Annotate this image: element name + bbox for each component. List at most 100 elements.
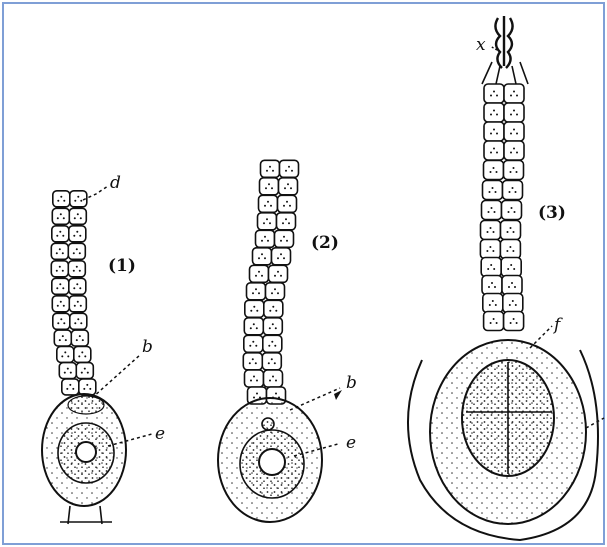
panel-2-neck-cell-granule [283,205,285,207]
panel-3-neck-cell-granule [492,300,494,302]
panel-3-neck-cell-granule [515,304,517,306]
panel-2-neck-cell-granule [288,222,290,224]
panel-2-neck-cell [250,265,269,282]
panel-3-neck-cell-granule [509,246,511,248]
panel-3-number: (3) [538,203,566,223]
panel-2-neck-cell-granule [287,183,289,185]
panel-2-neck-cell-granule [280,253,282,255]
panel-2-neck-cell-granule [264,257,266,259]
panel-1-neck-cell-granule [60,301,62,303]
panel-1-neck-cell-granule [84,355,86,357]
panel-3-neck-cell-granule [492,187,494,189]
panel-2-neck-cell-granule [274,275,276,277]
panel-3-neck-cell [484,161,504,180]
panel-1-neck-cell-granule [59,266,61,268]
panel-1-neck-cell-granule [60,318,62,320]
panel-3-neck-cell-granule [495,304,497,306]
panel-2-neck-cell [277,213,296,230]
panel-3-neck-cell-granule [487,231,489,233]
panel-1-neck-cell [69,296,86,312]
panel-2-neck-cell-granule [272,376,274,378]
panel-2-neck-cell-granule [291,170,293,172]
panel-1-neck-cell-granule [67,368,69,370]
panel-1-base [60,506,112,524]
panel-2-neck-cell-granule [272,323,274,325]
panel-2-neck-cell-granule [277,292,279,294]
panel-2-neck-cell-granule [258,257,260,259]
panel-3-neck-cell-granule [494,211,496,213]
panel-3-neck-cell-granule [496,114,498,116]
panel-2-neck-cell-granule [274,345,276,347]
panel-2-nucleus [259,449,285,475]
panel-1-neck-cell [52,296,69,312]
panel-2-neck-cell-granule [269,327,271,329]
panel-2-neck-cell-granule [255,275,257,277]
panel-1-neck-cell-granule [67,355,69,357]
panel-2-arrowhead [334,390,342,400]
panel-3-neck-cell-granule [513,318,515,320]
panel-2-neck-cell-granule [280,275,282,277]
panel-1-neck-cell-granule [57,322,59,324]
panel-2-neck-cell-granule [249,345,251,347]
panel-1-neck-cell [51,261,68,277]
panel-3-neck-cell [503,181,523,200]
panel-3-split-neck-tip [495,16,512,68]
panel-1-neck-cell [53,191,70,207]
panel-2-neck-cell-granule [289,205,291,207]
panel-3-neck-cell-granule [516,133,518,135]
panel-3-archegonium: x f (3) [408,16,604,540]
panel-2-neck-cell-granule [268,183,270,185]
panel-1-neck-cell [51,243,68,259]
panel-1-neck-cell [52,278,69,294]
panel-2-neck-cell-granule [264,236,266,238]
panel-1-neck-cell [79,379,96,395]
panel-3-neck-cell-granule [490,133,492,135]
panel-2-neck-cell-granule [271,292,273,294]
panel-2-neck-cell-granule [256,393,258,395]
panel-3-neck-cell-granule [496,152,498,154]
panel-2-neck-cell-granule [275,393,277,395]
panel-3-neck-cell [504,141,524,160]
panel-3-neck-cell-granule [509,304,511,306]
panel-2-neck-cell-granule [275,327,277,329]
panel-1-neck-cell-granule [69,384,71,386]
panel-3-neck-cell-granule [490,171,492,173]
panel-1-neck-cell-granule [73,235,75,237]
panel-2-neck-cell-granule [283,236,285,238]
panel-3-neck-cells [480,84,524,331]
panel-2-neck-cell-granule [264,205,266,207]
panel-1-neck-cell-granule [60,196,62,198]
panel-2-neck-cell [258,213,277,230]
panel-1-leader-b [92,355,140,398]
panel-3-neck-cell-granule [492,250,494,252]
panel-1-neck-cell-granule [63,217,65,219]
panel-1-neck-cell-granule [72,388,74,390]
panel-3-neck-cell [480,240,500,259]
panel-2-neck-cell [278,195,297,212]
panel-2-ventral-canal-cell [262,418,274,430]
panel-3-neck-cell-granule [507,268,509,270]
panel-1-neck-cell-granule [63,322,65,324]
panel-1-neck-cell-granule [57,305,59,307]
panel-1-neck-cell [52,208,69,224]
panel-3-neck-cell-granule [493,148,495,150]
panel-2-neck-cell-granule [266,170,268,172]
panel-1-neck-cell-granule [80,200,82,202]
panel-1-neck-cell-granule [57,200,59,202]
panel-1-neck-cell-granule [73,270,75,272]
panel-1-label-d: d [110,173,121,193]
panel-1-neck-cell-granule [74,200,76,202]
panel-2-neck-cell-granule [265,187,267,189]
panel-1-neck-cell [71,330,88,346]
panel-2-neck-cell [261,160,280,177]
panel-1-neck-cell [59,363,76,379]
panel-3-neck-cell-granule [486,250,488,252]
panel-2-neck-cell-granule [258,292,260,294]
panel-3-neck-cell [484,84,504,103]
panel-1-neck-cell-granule [74,217,76,219]
panel-2-archegonium: b e (2) [218,160,357,522]
panel-1-nucleus [76,442,96,462]
panel-2-neck-cell-granule [268,362,270,364]
panel-2-neck-cell [263,318,282,335]
panel-3-neck-cell-granule [512,187,514,189]
